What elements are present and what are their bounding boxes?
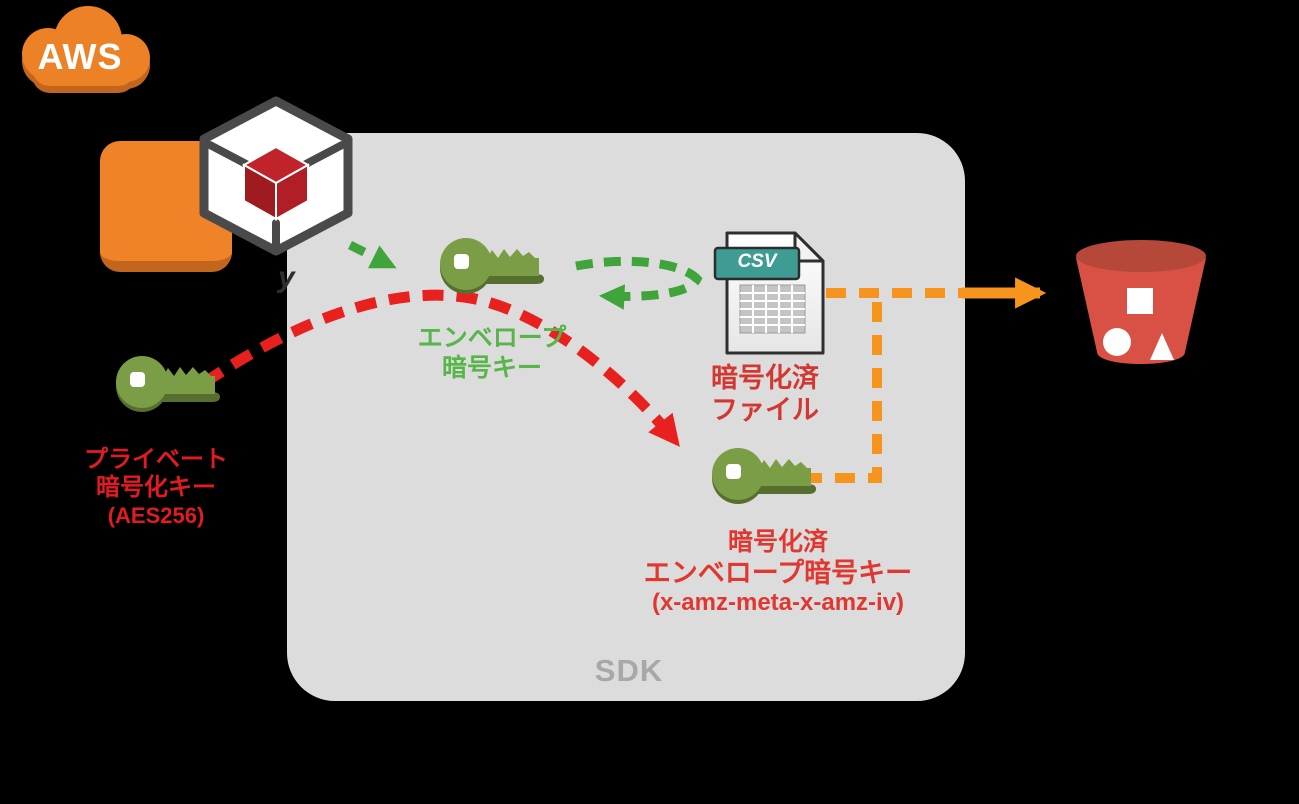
encrypted-file-label: 暗号化済 ファイル <box>711 363 819 425</box>
envelope-key-icon <box>440 238 544 294</box>
csv-grid <box>739 284 806 334</box>
bucket-shapes <box>1103 288 1174 360</box>
encrypted-envelope-key-label: 暗号化済 エンベロープ暗号キー (x-amz-meta-x-amz-iv) <box>643 528 913 617</box>
envelope-key-file-cycle-arrow <box>575 256 703 310</box>
envelope-key-label: エンベロープ 暗号キー <box>417 324 567 382</box>
resource-cube-icon <box>199 96 353 256</box>
key-caption-fragment: y <box>278 261 295 294</box>
csv-file-icon <box>713 231 825 355</box>
csv-badge: CSV <box>737 251 777 272</box>
aws-cloud <box>22 6 150 93</box>
s3-bucket-icon <box>1076 240 1206 364</box>
sdk-panel <box>287 133 965 701</box>
encrypted-envelope-key-icon <box>712 448 816 504</box>
red-cube <box>241 145 311 221</box>
aws-cloud-label: AWS <box>37 36 123 77</box>
sdk-label: SDK <box>594 653 664 688</box>
envelope-key-branch-line <box>802 298 882 483</box>
private-key-label: プライベート 暗号化キー (AES256) <box>84 446 228 528</box>
private-key-curve-arrow <box>200 289 681 447</box>
private-key-icon <box>116 356 220 412</box>
csv-banner <box>713 246 801 281</box>
kms-to-envelope-key-arrow <box>347 240 397 271</box>
